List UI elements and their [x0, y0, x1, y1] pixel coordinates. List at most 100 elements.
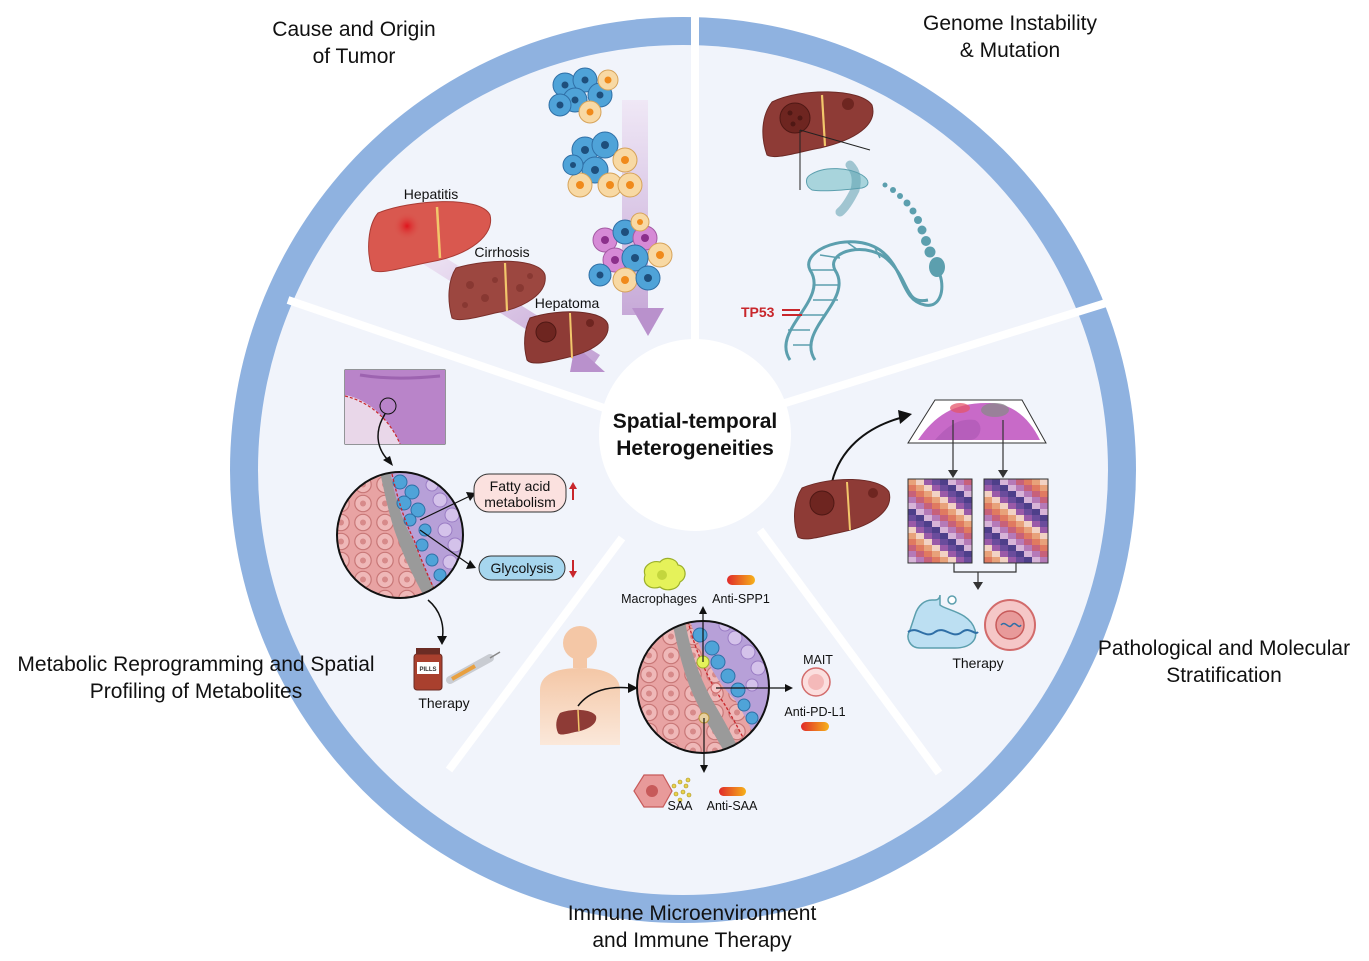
heatmap-cell: [1040, 539, 1049, 546]
heatmap-cell: [964, 539, 973, 546]
heatmap-cell: [932, 539, 941, 546]
heatmap-cell: [1008, 521, 1017, 528]
cirrhosis-liver: [448, 260, 546, 321]
heatmap-cell: [1024, 485, 1033, 492]
heatmap-cell: [932, 479, 941, 486]
heatmap-cell: [1000, 539, 1009, 546]
pathology-title-line2: Stratification: [1166, 664, 1282, 687]
heatmap-right: [983, 478, 1049, 564]
heatmap-cell: [948, 515, 957, 522]
heatmap-cell: [1000, 527, 1009, 534]
macrophages-label: Macrophages: [621, 592, 697, 606]
heatmap-cell: [940, 515, 949, 522]
metabolic-section-title: Metabolic Reprogramming and Spatial Prof…: [0, 651, 392, 705]
heatmap-cell: [956, 545, 965, 552]
heatmap-cell: [1032, 545, 1041, 552]
heatmap-cell: [956, 479, 965, 486]
heatmap-cell: [924, 509, 933, 516]
center-title-line2: Heterogeneities: [616, 437, 774, 460]
pathology-section-title: Pathological and Molecular Stratificatio…: [1082, 635, 1366, 689]
heatmap-cell: [1000, 497, 1009, 504]
metabolic-title-line1: Metabolic Reprogramming and Spatial: [17, 653, 375, 676]
heatmap-cell: [1000, 509, 1009, 516]
heatmap-cell: [1024, 497, 1033, 504]
heatmap-cell: [1032, 485, 1041, 492]
heatmap-cell: [992, 509, 1001, 516]
heatmap-cell: [1016, 497, 1025, 504]
heatmap-cell: [1024, 539, 1033, 546]
heatmap-cell: [932, 485, 941, 492]
heatmap-cell: [1016, 551, 1025, 558]
heatmap-cell: [1008, 491, 1017, 498]
heatmap-cell: [992, 533, 1001, 540]
heatmap-cell: [916, 479, 925, 486]
immune-liver: [556, 709, 597, 735]
heatmap-cell: [984, 557, 993, 564]
saa-label: SAA: [667, 799, 693, 813]
heatmap-cell: [1016, 539, 1025, 546]
heatmap-cell: [932, 521, 941, 528]
anti-saa-label: Anti-SAA: [707, 799, 758, 813]
heatmap-border: [907, 478, 973, 564]
immune-title-line2: and Immune Therapy: [592, 929, 792, 952]
heatmap-cell: [956, 551, 965, 558]
cause-title-line2: of Tumor: [312, 45, 396, 68]
pills-text: PILLS: [419, 667, 436, 673]
heatmap-cell: [992, 557, 1001, 564]
heatmap-cell: [916, 539, 925, 546]
heatmap-cell: [932, 491, 941, 498]
heatmap-cell: [1008, 527, 1017, 534]
heatmap-cell: [940, 509, 949, 516]
heatmap-cell: [948, 503, 957, 510]
heatmap-cell: [908, 533, 917, 540]
heatmap-cell: [924, 479, 933, 486]
heatmap-cell: [1032, 521, 1041, 528]
heatmap-cell: [908, 521, 917, 528]
heatmap-cell: [908, 527, 917, 534]
heatmap-cell: [964, 479, 973, 486]
section-dividers: [286, 0, 1108, 776]
tp53-marker: [782, 309, 802, 316]
heatmap-cell: [908, 557, 917, 564]
heatmap-cell: [984, 491, 993, 498]
heatmap-cell: [964, 527, 973, 534]
heatmap-cell: [984, 545, 993, 552]
heatmap-cell: [1016, 479, 1025, 486]
heatmap-cell: [1040, 551, 1049, 558]
heatmap-cell: [984, 533, 993, 540]
heatmap-cell: [1040, 491, 1049, 498]
heatmap-cell: [924, 497, 933, 504]
heatmap-cell: [984, 485, 993, 492]
body-zoom-arrow: [577, 686, 631, 707]
heatmap-cell: [1000, 545, 1009, 552]
heatmap-cell: [924, 527, 933, 534]
heatmap-cell: [916, 485, 925, 492]
heatmap-cell: [908, 551, 917, 558]
dna-helix: [784, 240, 944, 361]
pathology-liver: [794, 479, 891, 540]
heatmap-cell: [1032, 539, 1041, 546]
heatmap-cell: [916, 491, 925, 498]
slide-arrowhead: [898, 410, 912, 424]
heatmap-cell: [1008, 539, 1017, 546]
heatmap-cell: [992, 539, 1001, 546]
heatmap-cell: [948, 509, 957, 516]
heatmap-cell: [1040, 509, 1049, 516]
heatmap-cell: [948, 551, 957, 558]
hepatoma-liver: [524, 311, 609, 364]
heatmap-cell: [1016, 509, 1025, 516]
mait-cell-icon: [801, 667, 831, 697]
tp53-label: TP53: [741, 304, 775, 320]
heatmap-cell: [924, 503, 933, 510]
heatmap-cell: [1032, 503, 1041, 510]
heatmap-cell: [1040, 521, 1049, 528]
heatmap-cell: [984, 509, 993, 516]
heatmap-cell: [948, 539, 957, 546]
heatmap-cell: [992, 527, 1001, 534]
heatmap-cell: [916, 515, 925, 522]
heatmap-cell: [908, 497, 917, 504]
heatmap-cell: [964, 503, 973, 510]
zoom-lines: [799, 129, 871, 190]
heatmap-cell: [984, 479, 993, 486]
heatmap-cell: [984, 527, 993, 534]
